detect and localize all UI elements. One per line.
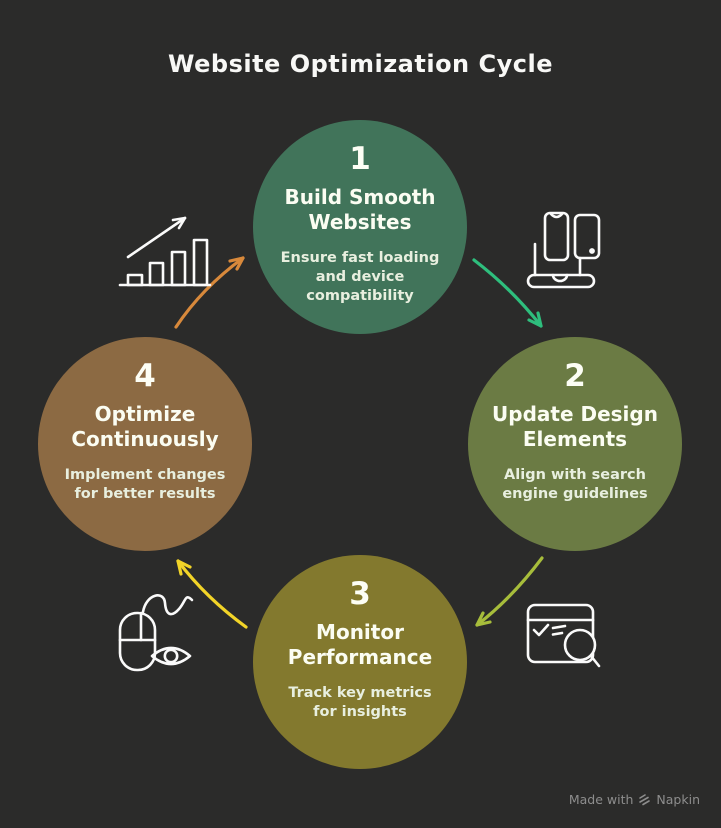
arrow-step3-to-step4-icon bbox=[176, 559, 248, 629]
watermark-brand: Napkin bbox=[656, 792, 700, 807]
step-title: Optimize Continuously bbox=[71, 401, 219, 451]
step-description: Implement changes for better results bbox=[64, 466, 226, 502]
step-4-circle: 4 Optimize Continuously Implement change… bbox=[38, 337, 252, 551]
step-description: Align with search engine guidelines bbox=[502, 466, 648, 502]
step-title: Build Smooth Websites bbox=[284, 184, 436, 234]
step-2-circle: 2 Update Design Elements Align with sear… bbox=[468, 337, 682, 551]
page-title: Website Optimization Cycle bbox=[168, 50, 553, 78]
browser-checklist-search-icon bbox=[526, 603, 601, 668]
arrow-step2-to-step3-icon bbox=[475, 556, 544, 627]
growth-bar-chart-icon bbox=[118, 216, 212, 287]
step-number: 1 bbox=[349, 141, 371, 177]
step-number: 4 bbox=[134, 358, 156, 394]
arrow-step1-to-step2-icon bbox=[472, 258, 543, 328]
arrow-step4-to-step1-icon bbox=[174, 256, 245, 329]
watermark-prefix: Made with bbox=[568, 792, 634, 807]
laptop-and-mobile-devices-icon bbox=[526, 211, 601, 289]
step-description: Track key metrics for insights bbox=[288, 684, 432, 720]
step-number: 3 bbox=[349, 576, 371, 612]
step-title: Update Design Elements bbox=[492, 401, 658, 451]
step-3-circle: 3 Monitor Performance Track key metrics … bbox=[253, 555, 467, 769]
mouse-and-eye-tracking-icon bbox=[118, 594, 194, 672]
napkin-logo-icon bbox=[639, 794, 651, 806]
step-number: 2 bbox=[564, 358, 586, 394]
napkin-watermark: Made with Napkin bbox=[569, 792, 700, 807]
step-1-circle: 1 Build Smooth Websites Ensure fast load… bbox=[253, 120, 467, 334]
step-description: Ensure fast loading and device compatibi… bbox=[280, 249, 440, 304]
step-title: Monitor Performance bbox=[287, 619, 433, 669]
